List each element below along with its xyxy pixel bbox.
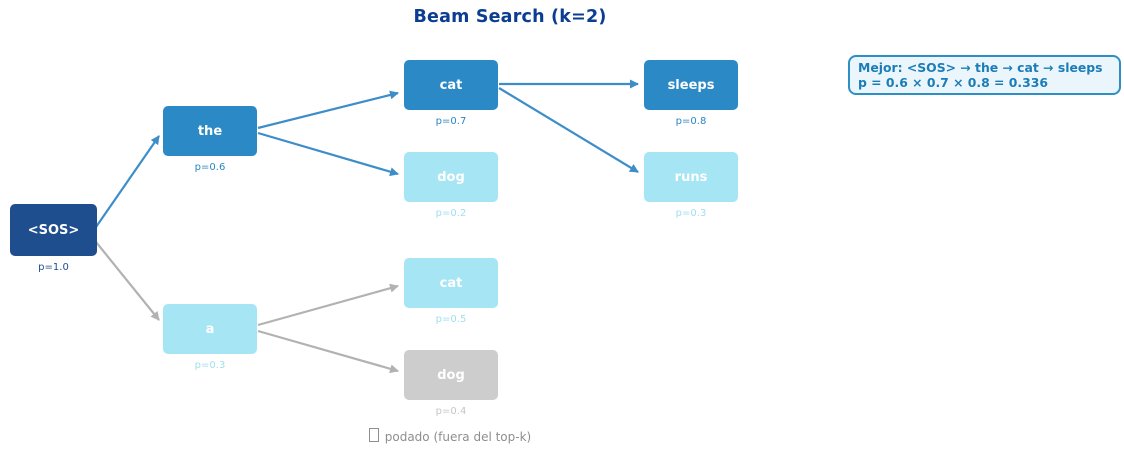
node-a: a bbox=[163, 304, 257, 354]
prob-label-sos: p=1.0 bbox=[38, 262, 69, 273]
best-prob-text: p = 0.6 × 0.7 × 0.8 = 0.336 bbox=[858, 75, 1048, 91]
node-label: cat bbox=[439, 77, 463, 93]
node-label: dog bbox=[437, 169, 465, 185]
best-path-text: Mejor: <SOS> → the → cat → sleeps bbox=[858, 60, 1103, 75]
node-label: <SOS> bbox=[27, 222, 80, 238]
node-cat1: cat bbox=[404, 60, 498, 110]
edge-a-dog2 bbox=[257, 329, 399, 374]
node-label: dog bbox=[437, 367, 465, 383]
edge-sos-the bbox=[95, 135, 160, 228]
edge-the-dog1 bbox=[257, 131, 399, 177]
pruned-swatch-icon bbox=[368, 428, 379, 442]
node-cat2: cat bbox=[404, 258, 498, 308]
edge-a-cat2 bbox=[257, 283, 399, 327]
prob-label-cat2: p=0.5 bbox=[435, 314, 467, 325]
node-sleeps: sleeps bbox=[644, 60, 738, 110]
page-title: Beam Search (k=2) bbox=[413, 7, 607, 27]
node-sos: <SOS> bbox=[10, 204, 97, 256]
node-the: the bbox=[163, 106, 257, 156]
node-label: cat bbox=[439, 275, 463, 291]
node-label: the bbox=[197, 123, 223, 139]
best-box: Mejor: <SOS> → the → cat → sleeps p = 0.… bbox=[848, 55, 1121, 96]
legend-label: podado (fuera del top-k) bbox=[384, 430, 532, 444]
node-runs: runs bbox=[644, 152, 738, 202]
prob-label-runs: p=0.3 bbox=[675, 208, 707, 219]
node-dog2: dog bbox=[404, 350, 498, 400]
prob-label-a: p=0.3 bbox=[194, 360, 226, 371]
edge-cat1-runs bbox=[498, 87, 639, 173]
node-label: sleeps bbox=[667, 77, 715, 93]
prob-label-the: p=0.6 bbox=[194, 162, 226, 173]
prob-label-sleeps: p=0.8 bbox=[675, 116, 707, 127]
legend: podado (fuera del top-k) bbox=[0, 428, 900, 444]
node-dog1: dog bbox=[404, 152, 498, 202]
prob-label-dog2: p=0.4 bbox=[435, 406, 467, 417]
edge-the-cat1 bbox=[257, 90, 399, 130]
prob-label-cat1: p=0.7 bbox=[435, 116, 467, 127]
node-label: runs bbox=[674, 169, 708, 185]
edge-sos-a bbox=[95, 241, 160, 321]
prob-label-dog1: p=0.2 bbox=[435, 208, 467, 219]
node-label: a bbox=[205, 321, 215, 337]
